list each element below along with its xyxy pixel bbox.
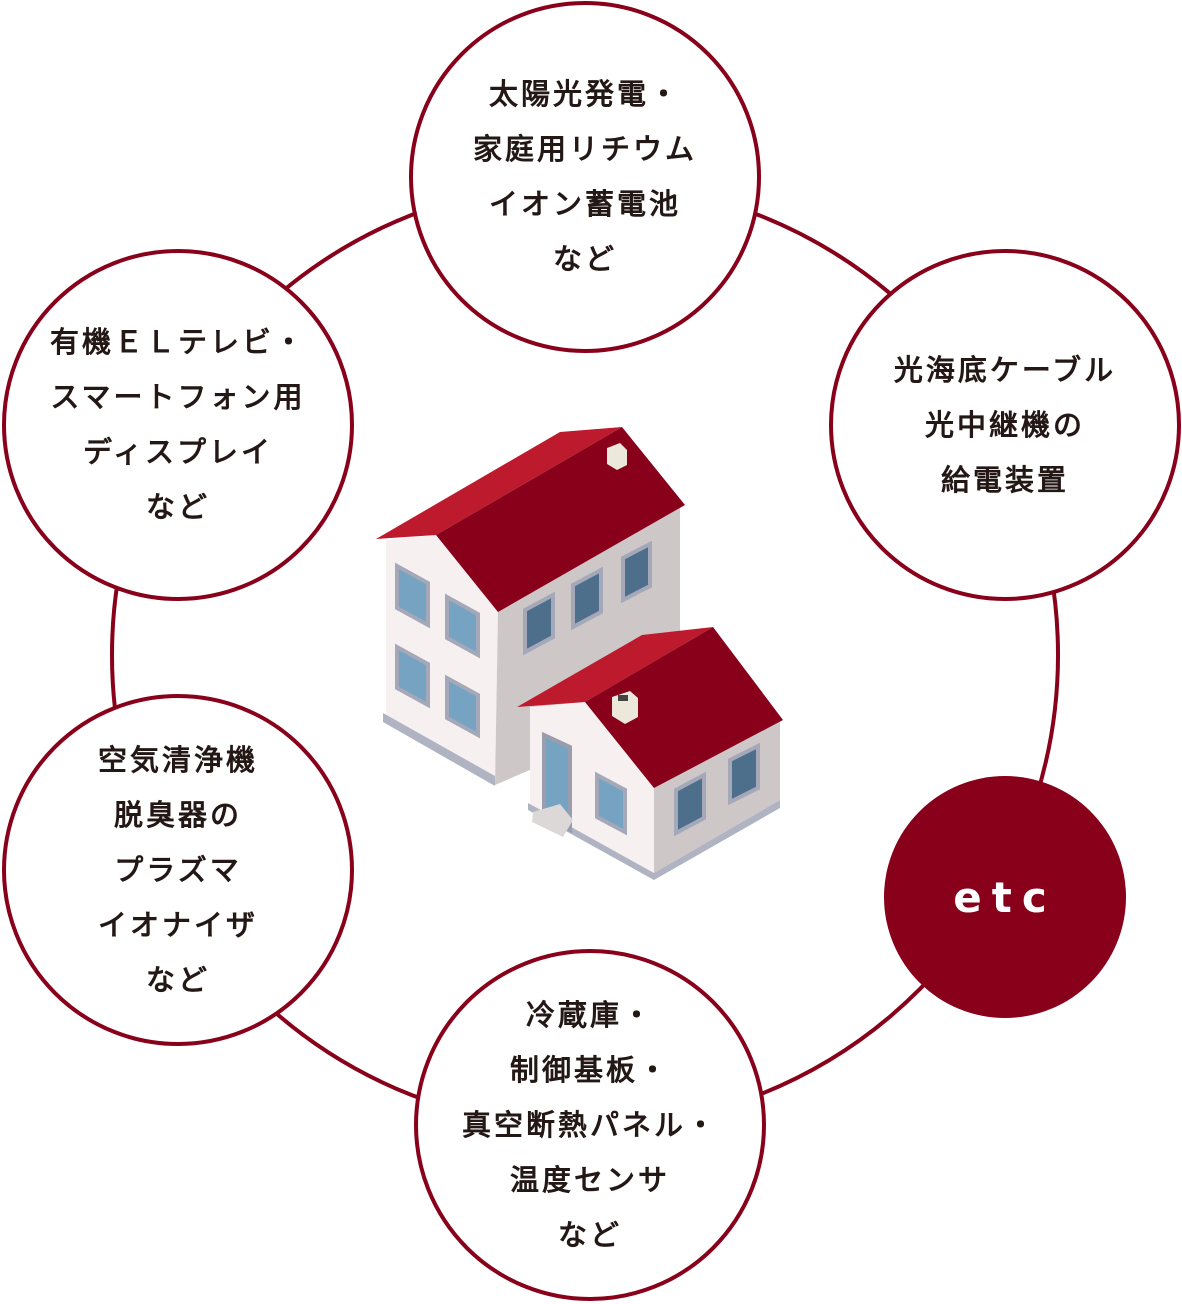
node-text: 光中継機の [924, 407, 1085, 442]
node-text: 制御基板・ [509, 1052, 670, 1087]
node-text: 温度センサ [509, 1162, 670, 1197]
node-text: など [145, 962, 210, 997]
node-etc: etc [884, 776, 1126, 1018]
node-circle-bottom [414, 949, 766, 1301]
node-circle-left-bottom [2, 694, 354, 1046]
node-text: スマートフォン用 [50, 380, 306, 414]
node-text: 太陽光発電・ [488, 77, 681, 111]
node-text: 冷蔵庫・ [525, 997, 654, 1032]
node-text: など [552, 242, 617, 276]
house-icon [376, 427, 783, 880]
node-text: ディスプレイ [83, 435, 273, 469]
node-text: 脱臭器の [113, 797, 242, 832]
node-text: 光海底ケーブル [893, 352, 1117, 387]
node-text: 給電装置 [940, 462, 1069, 497]
node-text: 有機ＥＬテレビ・ [49, 325, 306, 359]
node-text: など [557, 1217, 622, 1252]
node-text: 空気清浄機 [97, 742, 258, 777]
node-text: など [145, 490, 210, 524]
node-circle-left-top [2, 249, 354, 601]
node-text: etc [953, 872, 1057, 922]
node-circle-etc [884, 776, 1126, 1018]
node-text: 真空断熱パネル・ [461, 1107, 718, 1142]
node-text: イオン蓄電池 [488, 187, 681, 221]
node-left-top: 有機ＥＬテレビ・ スマートフォン用 ディスプレイ など [4, 251, 352, 599]
node-left-bottom: 空気清浄機 脱臭器の プラズマ イオナイザ など [4, 696, 352, 1044]
node-text: 家庭用リチウム [472, 132, 697, 166]
node-circle-right-top [829, 249, 1181, 601]
node-text: イオナイザ [97, 907, 258, 942]
node-circle-top [409, 1, 761, 353]
node-bottom: 冷蔵庫・ 制御基板・ 真空断熱パネル・ 温度センサ など [416, 951, 764, 1299]
node-right-top: 光海底ケーブル 光中継機の 給電装置 [831, 251, 1179, 599]
node-text: プラズマ [114, 852, 242, 887]
node-top: 太陽光発電・ 家庭用リチウム イオン蓄電池 など [411, 3, 759, 351]
